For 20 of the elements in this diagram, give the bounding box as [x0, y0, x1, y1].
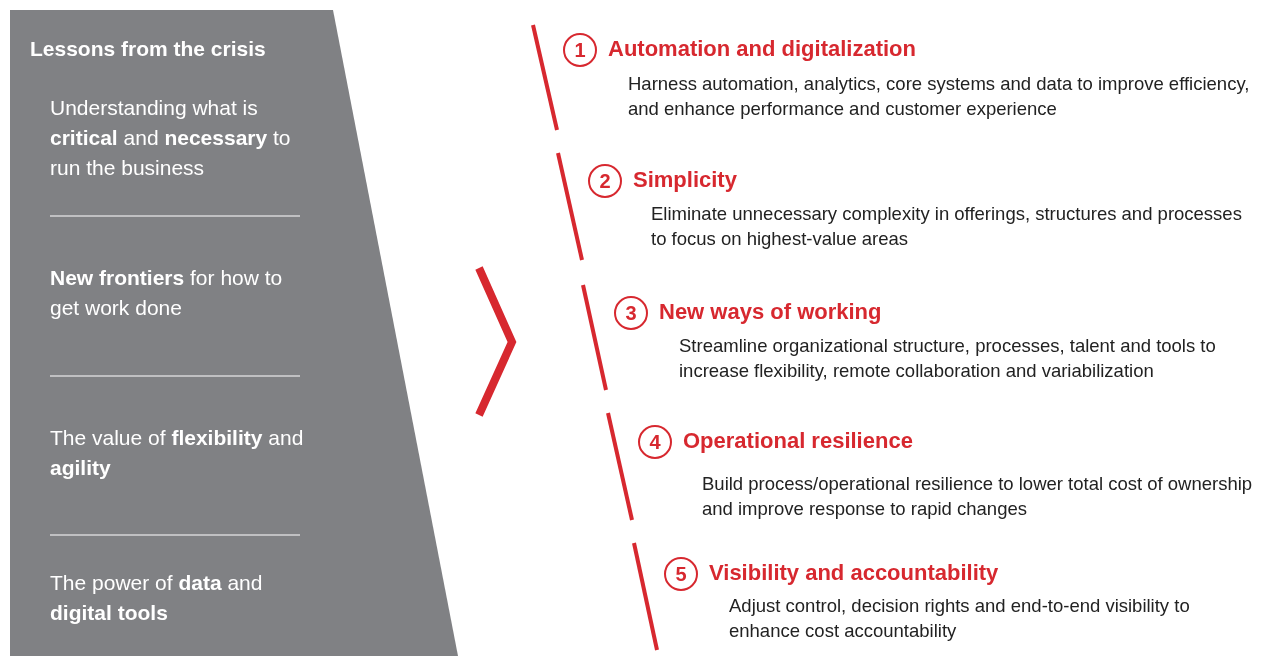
item-description: Eliminate unnecessary complexity in offerings, structures and processes to focus on highest-value areas [651, 202, 1243, 251]
number-circle: 2 [588, 164, 622, 198]
item-title: Automation and digitalization [608, 36, 916, 62]
lesson-text: The power of data and digital tools [50, 570, 264, 626]
lesson-text: Understanding what is critical and necessary to run the business [50, 95, 292, 181]
number-circle: 3 [614, 296, 648, 330]
item-title: Visibility and accountability [709, 560, 999, 586]
item-description: Streamline organizational structure, processes, talent and tools to increase flexibility, remote collaboration and variabilization [679, 334, 1217, 383]
item-title: Simplicity [633, 167, 737, 193]
lesson-text: The value of flexibility and agility [50, 425, 305, 481]
item-description: Harness automation, analytics, core systems and data to improve efficiency, and enhance performance and customer experience [628, 72, 1251, 121]
item-title: Operational resilience [683, 428, 913, 454]
lesson-text: New frontiers for how to get work done [50, 265, 284, 321]
item-description: Build process/operational resilience to lower total cost of ownership and improve response to rapid changes [702, 472, 1254, 521]
number-circle: 1 [563, 33, 597, 67]
number-circle: 4 [638, 425, 672, 459]
item-description: Adjust control, decision rights and end-to-end visibility to enhance cost accountability [729, 594, 1191, 643]
item-title: New ways of working [659, 299, 882, 325]
panel-heading: Lessons from the crisis [30, 36, 267, 62]
number-circle: 5 [664, 557, 698, 591]
